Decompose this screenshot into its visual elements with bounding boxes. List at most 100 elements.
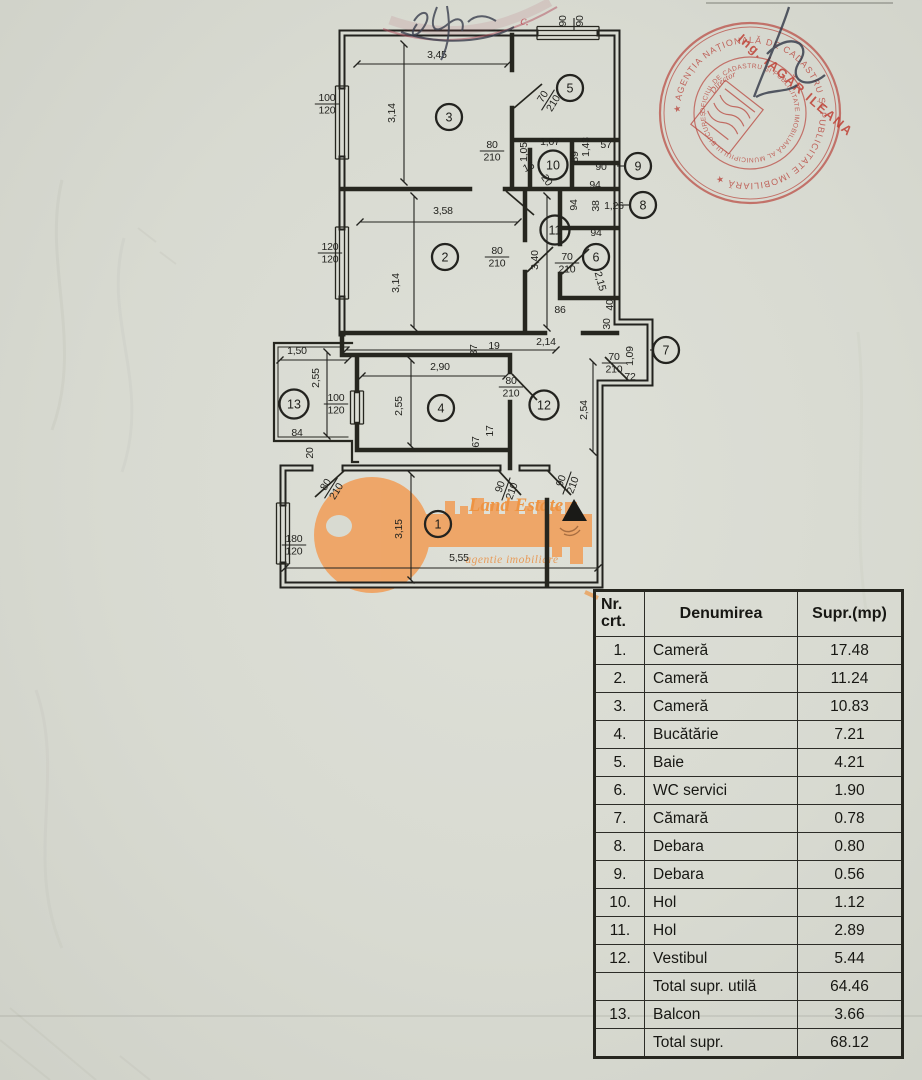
room-circle-outline [555, 73, 585, 103]
cell-suprafata: 3.66 [797, 1000, 903, 1029]
top-red-mark: c. [519, 12, 530, 28]
room-number: 13 [287, 398, 301, 412]
dim-label: 1,05 [518, 142, 530, 162]
room-number: 2 [442, 251, 449, 265]
cell-nr: 5. [594, 748, 645, 777]
outer-wall-inner-line [281, 31, 652, 587]
dim-label: 3,40 [529, 250, 541, 270]
room-circle-outline [434, 102, 464, 132]
dim-label: 89 [569, 151, 581, 163]
room-number: 6 [593, 251, 600, 265]
dim-label: 2,54 [578, 400, 590, 420]
room-circle: 10 [537, 149, 569, 181]
fraction-top: 100 [319, 92, 336, 104]
fraction-bar [501, 477, 511, 501]
dim-label: 2,55 [393, 396, 405, 416]
cell-suprafata: 4.21 [797, 748, 903, 777]
cell-denumire: WC servici [644, 776, 798, 805]
dim-label: 1,43 [580, 137, 592, 157]
header-nr-crt: Nr. crt. [594, 590, 645, 637]
room-circle: 8 [628, 190, 658, 220]
cell-suprafata: 1.90 [797, 776, 903, 805]
room-circle: 4 [426, 393, 456, 423]
cell-nr: 13. [594, 1000, 645, 1029]
dim-label: 5,55 [449, 552, 469, 564]
cell-denumire: Bucătărie [644, 720, 798, 749]
cell-nr: 2. [594, 664, 645, 693]
cell-denumire: Cameră [644, 692, 798, 721]
cell-denumire: Debara [644, 832, 798, 861]
dim-label: 2,90 [430, 361, 450, 373]
header-denumirea: Denumirea [644, 590, 798, 637]
cell-denumire: Cămară [644, 804, 798, 833]
fraction-bottom: 210 [503, 388, 520, 400]
dim-label: 86 [554, 304, 566, 316]
cell-suprafata: 7.21 [797, 720, 903, 749]
dimension-lines [276, 18, 653, 584]
fraction-bottom: 120 [319, 105, 336, 117]
fraction-top: 80 [491, 245, 503, 257]
cell-denumire: Total supr. utilă [644, 972, 798, 1001]
fraction-bottom: 120 [322, 254, 339, 266]
room-circle-outline [651, 335, 681, 365]
room-circle-outline [528, 389, 560, 421]
balcony-wall-inner [277, 346, 349, 438]
dim-label: 3,58 [433, 205, 453, 217]
inner-walls [339, 32, 620, 588]
fraction-bottom: 210 [559, 264, 576, 276]
cell-nr: 6. [594, 776, 645, 805]
cell-denumire: Cameră [644, 636, 798, 665]
room-number: 9 [635, 160, 642, 174]
cell-nr: 4. [594, 720, 645, 749]
entrance-marker-icon [562, 499, 587, 521]
room-number: 3 [446, 111, 453, 125]
fraction-bottom: 120 [286, 546, 303, 558]
room-circle: 12 [528, 389, 560, 421]
window-symbols [275, 25, 600, 565]
room-circle: 9 [623, 151, 653, 181]
cell-suprafata: 68.12 [797, 1028, 903, 1058]
fraction-top: 70 [608, 351, 620, 363]
dim-label: 19 [488, 340, 500, 352]
room-circle: 6 [581, 242, 611, 272]
fraction-bottom: 210 [565, 475, 582, 495]
room-circle-outline [628, 190, 658, 220]
dim-label: 1,26 [604, 200, 624, 212]
room-circle: 3 [434, 102, 464, 132]
cell-suprafata: 0.80 [797, 832, 903, 861]
dim-label: 84 [291, 427, 303, 439]
cell-suprafata: 11.24 [797, 664, 903, 693]
room-circle: 11 [539, 214, 571, 246]
cell-denumire: Debara [644, 860, 798, 889]
cell-suprafata: 2.89 [797, 916, 903, 945]
fraction-top: 120 [322, 241, 339, 253]
cell-nr: 8. [594, 832, 645, 861]
cell-nr: 10. [594, 888, 645, 917]
dim-label: 90 [595, 161, 607, 173]
fraction-top: 90 [554, 473, 569, 488]
dim-label: 2,55 [310, 368, 322, 388]
room-circle: 1 [423, 509, 453, 539]
key-hole [326, 515, 352, 537]
stamp-outer-ring-text: ★ AGENȚIA NAȚIONALĂ DE CADASTRU ȘI PUBLI… [672, 35, 828, 191]
watermark-brand-text: Land Estate [468, 495, 564, 516]
fraction-top: 100 [328, 392, 345, 404]
cell-nr [594, 1028, 645, 1058]
cell-nr: 9. [594, 860, 645, 889]
table-row: Total supr.68.12 [594, 1028, 903, 1058]
fraction-bottom: 210 [484, 152, 501, 164]
